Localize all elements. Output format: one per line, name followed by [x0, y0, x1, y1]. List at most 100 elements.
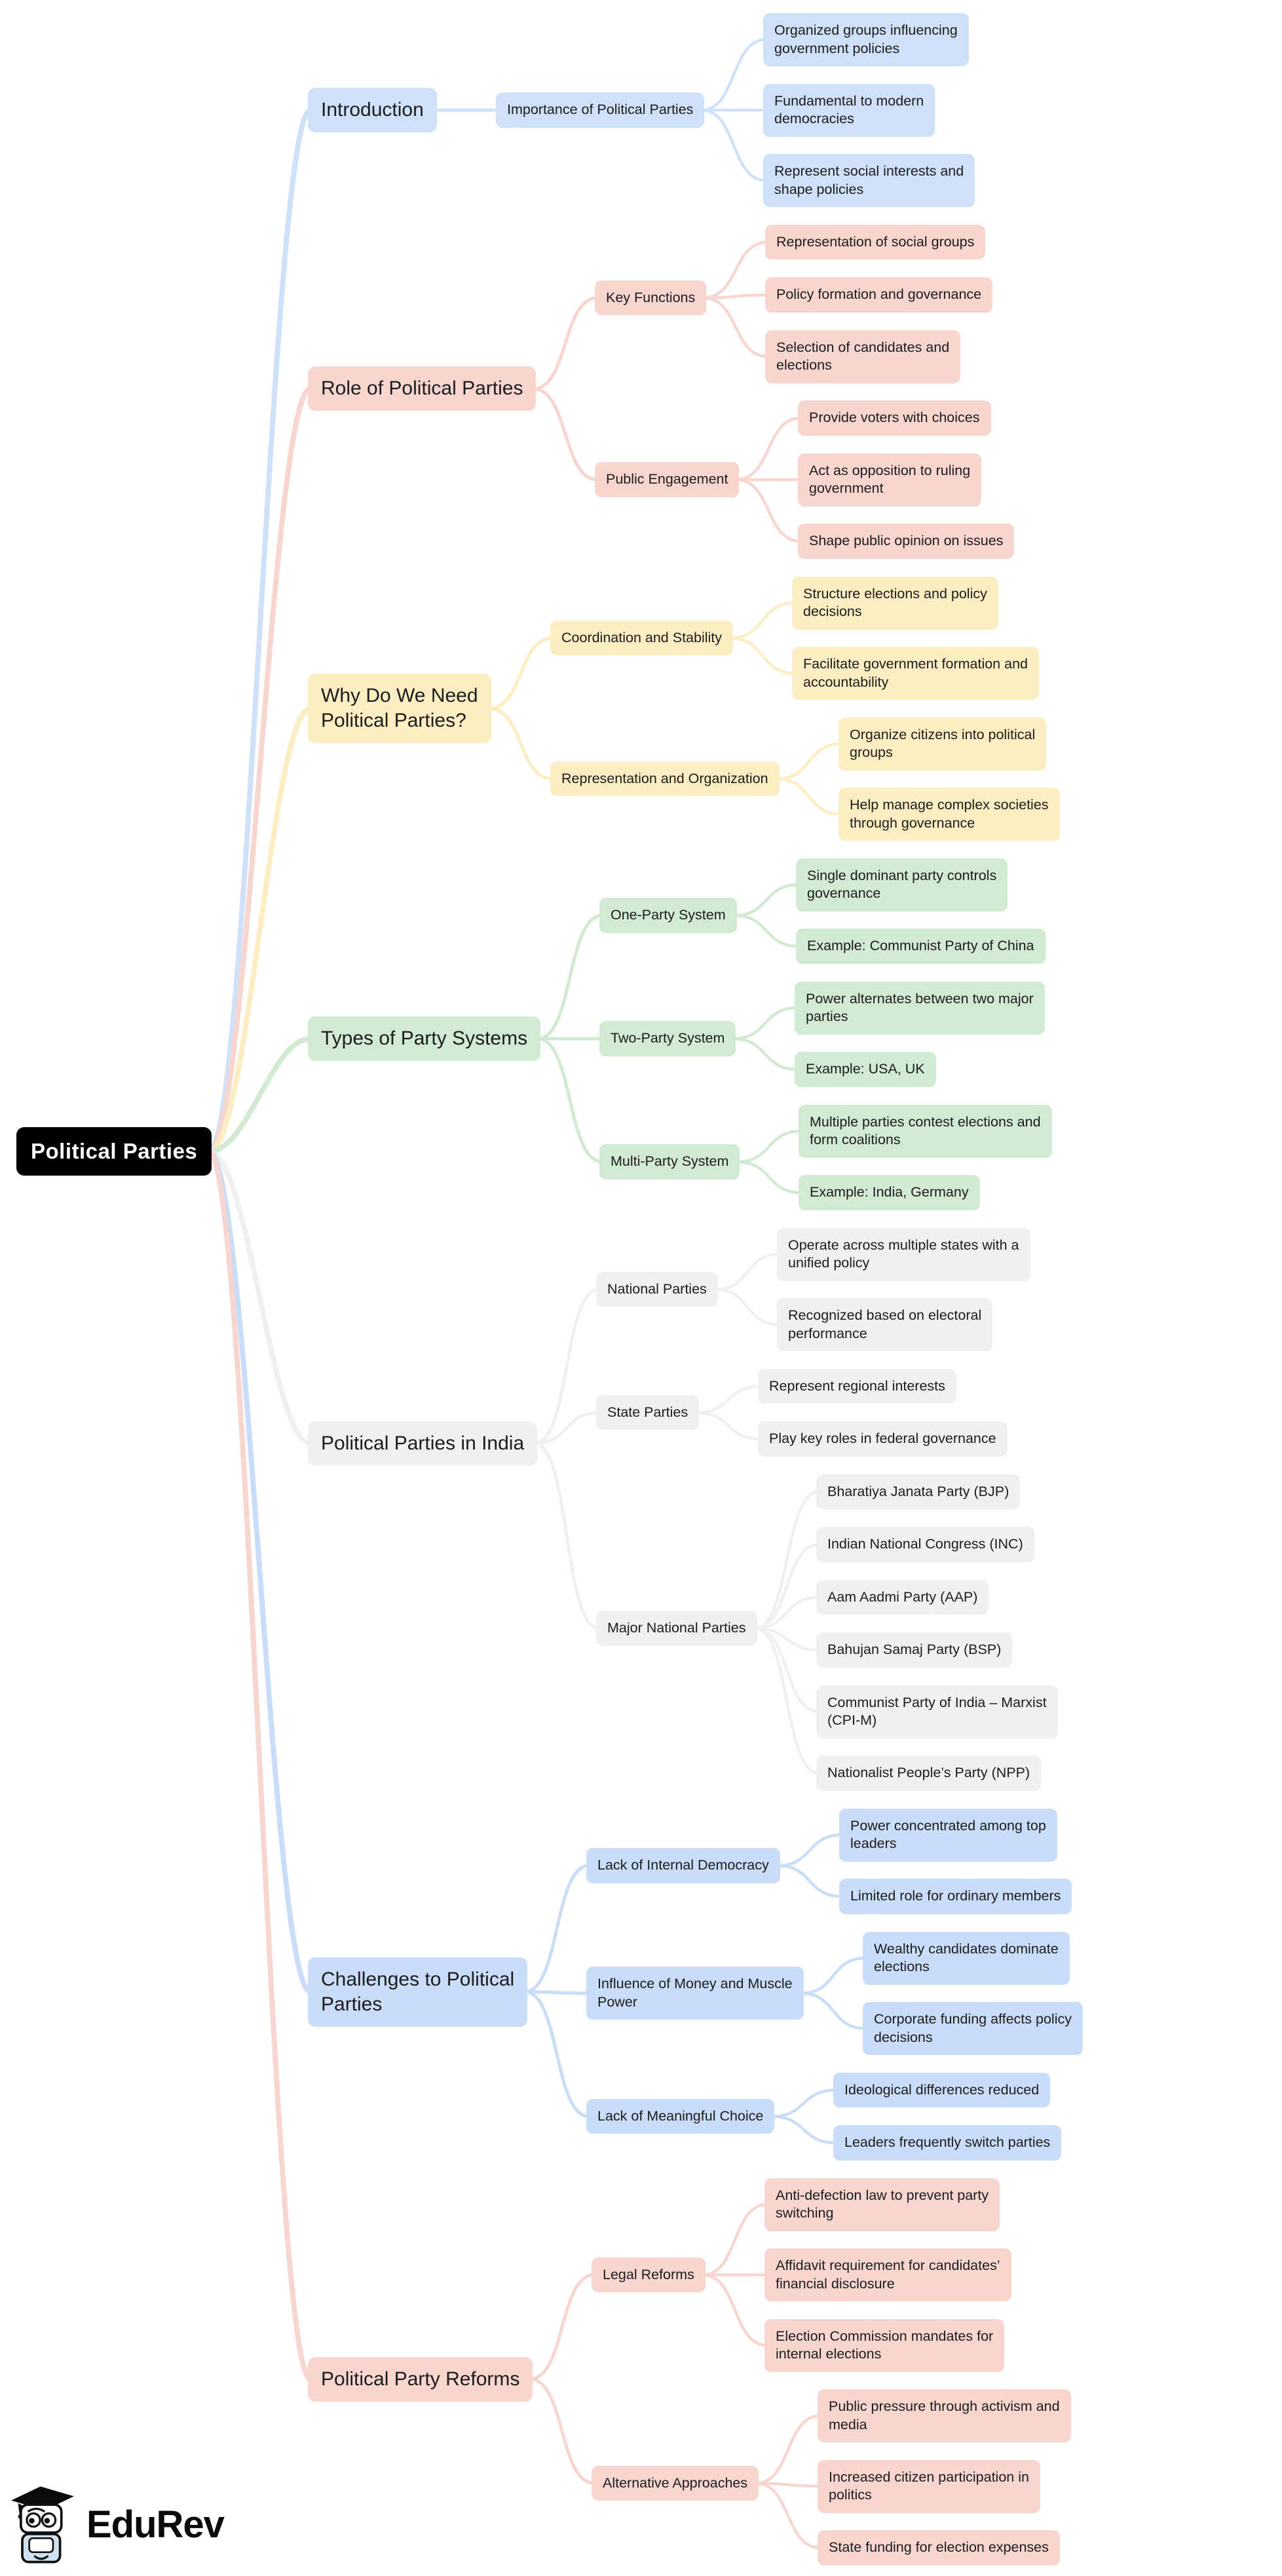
node-organized-groups-influencing-government-po: Organized groups influencing government …	[763, 13, 969, 67]
mindmap-edge	[206, 386, 313, 1155]
mindmap-edge	[487, 636, 555, 710]
mindmap-edge	[754, 2482, 822, 2550]
mindmap-edge	[531, 296, 599, 391]
node-anti-defection-law-to-prevent-party-switch: Anti-defection law to prevent party swit…	[764, 2178, 1000, 2231]
node-increased-citizen-participation-in-politic: Increased citizen participation in polit…	[818, 2459, 1040, 2513]
mindmap-edge	[206, 1149, 313, 1995]
node-power-concentrated-among-top-leaders: Power concentrated among top leaders	[839, 1808, 1057, 1862]
node-major-national-parties: Major National Parties	[596, 1610, 757, 1646]
mindmap-edge	[206, 706, 313, 1155]
mindmap-edge	[528, 2377, 596, 2485]
node-lack-of-internal-democracy: Lack of Internal Democracy	[586, 1848, 780, 1883]
mindmap-edge	[523, 1990, 591, 2119]
node-example-communist-party-of-china: Example: Communist Party of China	[796, 929, 1046, 964]
node-coordination-and-stability: Coordination and Stability	[550, 620, 734, 656]
node-affidavit-requirement-for-candidates-finan: Affidavit requirement for candidates’ fi…	[764, 2248, 1011, 2302]
mindmap-edge	[770, 2088, 838, 2118]
node-example-usa-uk: Example: USA, UK	[795, 1052, 936, 1087]
edurev-brand-text: EduRev	[86, 2503, 225, 2546]
node-facilitate-government-formation-and-accoun: Facilitate government formation and acco…	[792, 647, 1039, 701]
mindmap-edge	[701, 2202, 769, 2277]
mindmap-edge	[775, 777, 843, 816]
mindmap-edge	[731, 1037, 799, 1071]
branch-introduction: Introduction	[308, 88, 437, 133]
mindmap-edge	[732, 883, 801, 917]
mindmap-edge	[753, 1543, 821, 1630]
mindmap-edge	[753, 1626, 821, 1652]
node-represent-regional-interests: Represent regional interests	[758, 1368, 956, 1404]
mindmap-edge	[734, 478, 802, 543]
node-influence-of-money-and-muscle-power: Influence of Money and Muscle Power	[586, 1967, 804, 2020]
node-wealthy-candidates-dominate-elections: Wealthy candidates dominate elections	[863, 1931, 1070, 1985]
node-example-india-germany: Example: India, Germany	[799, 1175, 980, 1210]
node-play-key-roles-in-federal-governance: Play key roles in federal governance	[758, 1421, 1008, 1457]
mindmap-edge	[206, 107, 313, 1155]
mindmap-edge	[770, 2115, 838, 2145]
root-node-political-parties: Political Parties	[16, 1127, 212, 1176]
node-recognized-based-on-electoral-performance: Recognized based on electoral performanc…	[777, 1298, 993, 1352]
branch-role-of-political-parties: Role of Political Parties	[308, 366, 537, 412]
mindmap-edge	[536, 1037, 604, 1164]
mindmap-edge	[731, 1006, 799, 1041]
node-representation-and-organization: Representation and Organization	[550, 761, 780, 797]
node-nationalist-people-s-party-npp: Nationalist People’s Party (NPP)	[816, 1756, 1042, 1791]
mindmap-edge	[523, 1990, 591, 1995]
node-state-parties: State Parties	[596, 1394, 700, 1431]
mindmap-edge	[206, 1149, 313, 2382]
branch-why-do-we-need-political-parties: Why Do We Need Political Parties?	[308, 674, 491, 744]
node-shape-public-opinion-on-issues: Shape public opinion on issues	[798, 524, 1015, 559]
mindmap-edge	[694, 1411, 763, 1441]
node-representation-of-social-groups: Representation of social groups	[765, 224, 986, 260]
mindmap-edge	[754, 2482, 822, 2488]
mindmap-edge	[700, 108, 768, 182]
node-help-manage-complex-societies-through-gove: Help manage complex societies through go…	[839, 788, 1060, 841]
mindmap-edge	[753, 1626, 821, 1714]
mindmap-edge	[536, 913, 604, 1041]
mindmap-edge	[799, 1991, 867, 2030]
mindmap-edge	[732, 913, 801, 948]
mindmap-edge	[713, 1252, 782, 1291]
mindmap-edge	[702, 240, 770, 299]
node-alternative-approaches: Alternative Approaches	[592, 2465, 759, 2501]
node-policy-formation-and-governance: Policy formation and governance	[765, 277, 993, 313]
node-election-commission-mandates-for-internal-: Election Commission mandates for interna…	[764, 2318, 1005, 2372]
node-power-alternates-between-two-major-parties: Power alternates between two major parti…	[795, 981, 1045, 1035]
node-one-party-system: One-Party System	[599, 898, 737, 933]
node-represent-social-interests-and-shape-polic: Represent social interests and shape pol…	[763, 154, 975, 208]
node-provide-voters-with-choices: Provide voters with choices	[798, 400, 991, 436]
mindmap-edge	[754, 2414, 822, 2485]
node-aam-aadmi-party-aap: Aam Aadmi Party (AAP)	[816, 1579, 989, 1615]
mindmap-edge	[753, 1490, 821, 1630]
node-operate-across-multiple-states-with-a-unif: Operate across multiple states with a un…	[777, 1227, 1030, 1281]
node-single-dominant-party-controls-governance: Single dominant party controls governanc…	[796, 858, 1008, 912]
branch-political-parties-in-india: Political Parties in India	[308, 1421, 538, 1466]
mindmap-edge	[206, 1149, 313, 1446]
mindmap-edge	[702, 293, 770, 299]
mindmap-edge	[701, 2273, 769, 2347]
node-indian-national-congress-inc: Indian National Congress (INC)	[816, 1527, 1034, 1562]
node-importance-of-political-parties: Importance of Political Parties	[496, 92, 705, 128]
node-two-party-system: Two-Party System	[599, 1021, 736, 1056]
mindmap-edge	[728, 601, 797, 640]
mindmap-edge	[735, 1129, 803, 1164]
node-corporate-funding-affects-policy-decisions: Corporate funding affects policy decisio…	[863, 2002, 1083, 2056]
mindmap-edge	[531, 387, 599, 482]
mindmap-edge	[728, 636, 797, 675]
node-ideological-differences-reduced: Ideological differences reduced	[833, 2072, 1051, 2108]
mindmap-edge	[776, 1864, 844, 1898]
node-key-functions: Key Functions	[595, 280, 707, 316]
node-leaders-frequently-switch-parties: Leaders frequently switch parties	[833, 2125, 1062, 2161]
branch-types-of-party-systems: Types of Party Systems	[308, 1016, 541, 1062]
node-bharatiya-janata-party-bjp: Bharatiya Janata Party (BJP)	[816, 1474, 1021, 1510]
node-public-pressure-through-activism-and-media: Public pressure through activism and med…	[818, 2389, 1071, 2443]
mindmap-edge	[702, 296, 770, 358]
mindmap-edge	[734, 416, 802, 482]
node-multiple-parties-contest-elections-and-for: Multiple parties contest elections and f…	[799, 1104, 1052, 1158]
node-communist-party-of-india-marxist-cpi-m: Communist Party of India – Marxist (CPI-…	[816, 1685, 1058, 1739]
node-fundamental-to-modern-democracies: Fundamental to modern democracies	[763, 83, 935, 137]
node-public-engagement: Public Engagement	[595, 462, 740, 497]
node-structure-elections-and-policy-decisions: Structure elections and policy decisions	[792, 576, 998, 630]
mindmap-edge	[776, 1833, 844, 1868]
